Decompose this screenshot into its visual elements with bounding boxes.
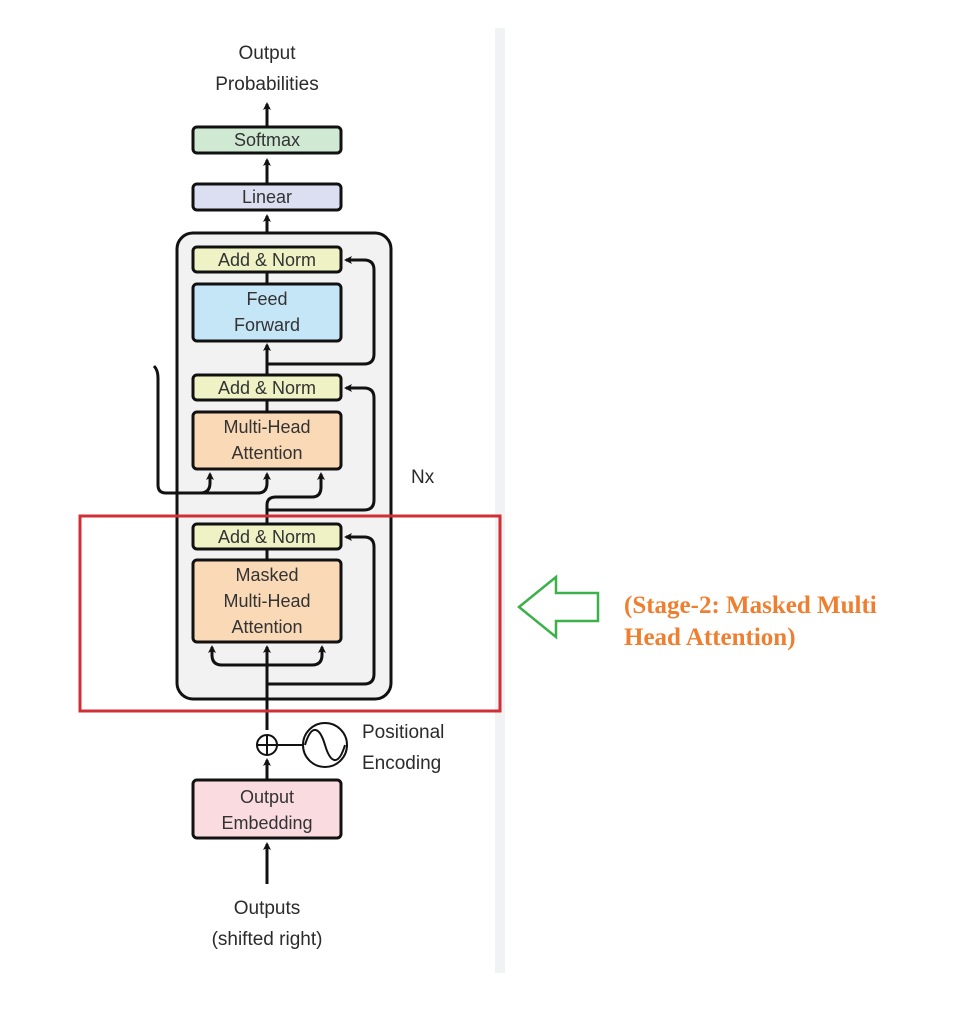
encoder-input-key: [152, 364, 214, 495]
residual-connection-3: [267, 256, 376, 366]
repeat-nx-label: Nx: [411, 467, 435, 488]
feed-forward-block: [191, 282, 343, 343]
output-embedding-block: [191, 778, 343, 840]
stage-annotation-line-1: (Stage-2: Masked Multi: [624, 592, 877, 619]
linear-block: [191, 182, 343, 212]
encoder-input-value: [200, 472, 271, 495]
output-embedding-label-2: Embedding: [221, 813, 312, 833]
add-norm-3-label: Add & Norm: [218, 250, 316, 270]
masked-attention-label-2: Multi-Head: [223, 591, 310, 611]
masked-attention-label-3: Attention: [231, 617, 302, 637]
stage-highlight-box: [78, 514, 502, 713]
masked-input-key: [208, 645, 267, 667]
shifted-right-label: (shifted right): [212, 929, 323, 950]
residual-connection-1: [267, 533, 376, 686]
outputs-label: Outputs: [234, 898, 301, 919]
softmax-label: Softmax: [234, 130, 300, 150]
positional-encoding-label-1: Positional: [362, 722, 444, 743]
feed-forward-label-1: Feed: [246, 289, 287, 309]
multi-head-attention-block: [191, 410, 343, 471]
stage-annotation-line-2: Head Attention): [624, 624, 796, 651]
linear-label: Linear: [242, 187, 292, 207]
add-norm-2-label: Add & Norm: [218, 378, 316, 398]
callout-arrow-icon: [517, 574, 600, 640]
masked-multi-head-attention-block: [191, 558, 343, 644]
masked-input-query: [267, 645, 326, 667]
stage-annotation: (Stage-2: Masked Multi Head Attention): [624, 590, 877, 654]
output-probabilities-label-2: Probabilities: [215, 74, 319, 95]
output-probabilities-label-1: Output: [238, 43, 296, 64]
page-divider: [495, 28, 505, 973]
masked-attention-label-1: Masked: [235, 565, 298, 585]
positional-encoding-label-2: Encoding: [362, 753, 441, 774]
residual-connection-2: [267, 384, 376, 512]
multi-head-attention-label-2: Attention: [231, 443, 302, 463]
output-embedding-label-1: Output: [240, 787, 294, 807]
multi-head-attention-label-1: Multi-Head: [223, 417, 310, 437]
softmax-block: [191, 125, 343, 155]
add-norm-1-label: Add & Norm: [218, 527, 316, 547]
add-norm-block-1: [191, 522, 343, 551]
add-norm-block-2: [191, 373, 343, 402]
add-norm-block-3: [191, 245, 343, 274]
query-input: [265, 472, 325, 524]
feed-forward-label-2: Forward: [234, 315, 300, 335]
